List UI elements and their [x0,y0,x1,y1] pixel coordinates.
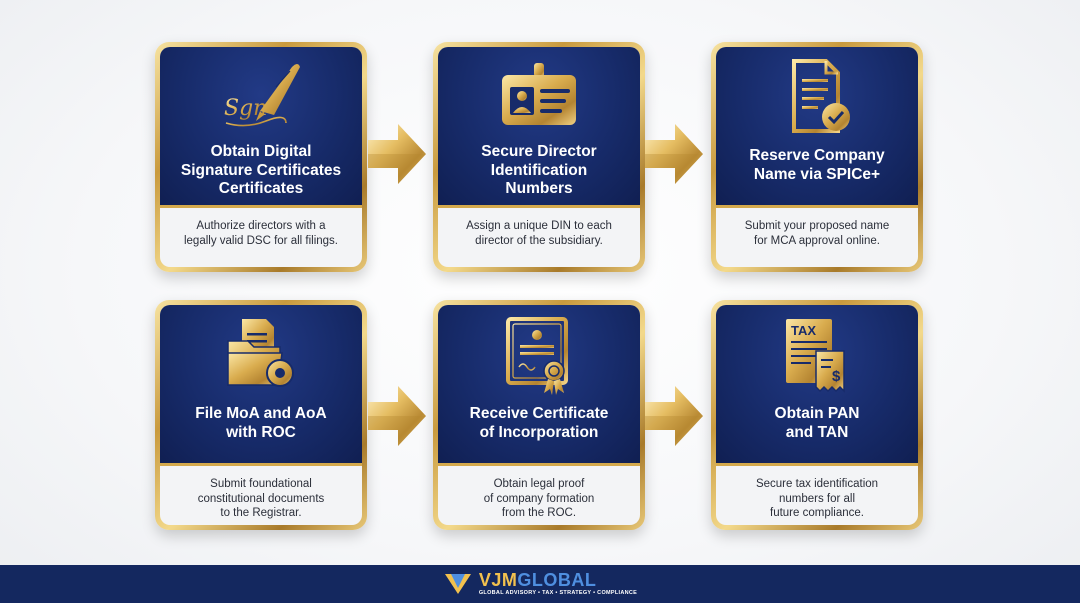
step-card-din: Secure Director Identification Numbers A… [433,42,645,272]
arrow-right-icon [645,124,703,184]
tax-receipt-icon: TAX $ [772,315,862,395]
step-title: Reserve Company Name via SPICe+ [749,147,885,183]
card-header: File MoA and AoA with ROC [160,305,362,466]
arrow-right-icon [368,386,426,446]
step-title: File MoA and AoA with ROC [195,405,327,441]
arrow-right-icon [368,124,426,184]
step-card-name-reservation: Reserve Company Name via SPICe+ Submit y… [711,42,923,272]
card-header: Reserve Company Name via SPICe+ [716,47,918,208]
step-card-pan-tan: TAX $ Obtain PAN and TAN Secure tax iden… [711,300,923,530]
card-header: Sgn Obtain Digital Signature Certificate… [160,47,362,208]
svg-text:$: $ [832,368,841,385]
svg-text:TAX: TAX [791,323,816,338]
pen-sign-icon: Sgn [216,57,306,137]
step-card-dsc: Sgn Obtain Digital Signature Certificate… [155,42,367,272]
step-title: Secure Director Identification Numbers [481,143,597,197]
card-header: Secure Director Identification Numbers [438,47,640,208]
step-title: Obtain Digital Signature Certificates Ce… [180,143,342,197]
id-badge-icon [494,57,584,137]
step-description: Submit your proposed name for MCA approv… [744,220,890,247]
footer-bar: VJMGLOBAL GLOBAL ADVISORY • TAX • STRATE… [0,565,1080,603]
brand-name: VJMGLOBAL [478,570,597,591]
step-title: Obtain PAN and TAN [774,405,860,441]
step-description: Submit foundational constitutional docum… [197,478,325,519]
document-check-icon [772,57,862,137]
card-header: Receive Certificate of Incorporation [438,305,640,466]
step-description: Secure tax identification numbers for al… [755,478,879,519]
folder-gear-icon [216,315,306,395]
brand-tagline: GLOBAL ADVISORY • TAX • STRATEGY • COMPL… [478,590,638,597]
certificate-icon [494,315,584,395]
step-title: Receive Certificate of Incorporation [469,405,609,441]
step-description: Authorize directors with a legally valid… [183,220,339,247]
card-header: TAX $ Obtain PAN and TAN [716,305,918,466]
step-card-moa-aoa: File MoA and AoA with ROC Submit foundat… [155,300,367,530]
brand-logo[interactable]: VJMGLOBAL GLOBAL ADVISORY • TAX • STRATE… [443,571,637,597]
step-card-incorporation: Receive Certificate of Incorporation Obt… [433,300,645,530]
brand-logo-icon [444,574,471,594]
step-description: Obtain legal proof of company formation … [483,478,595,519]
step-description: Assign a unique DIN to each director of … [466,220,612,247]
arrow-right-icon [645,386,703,446]
